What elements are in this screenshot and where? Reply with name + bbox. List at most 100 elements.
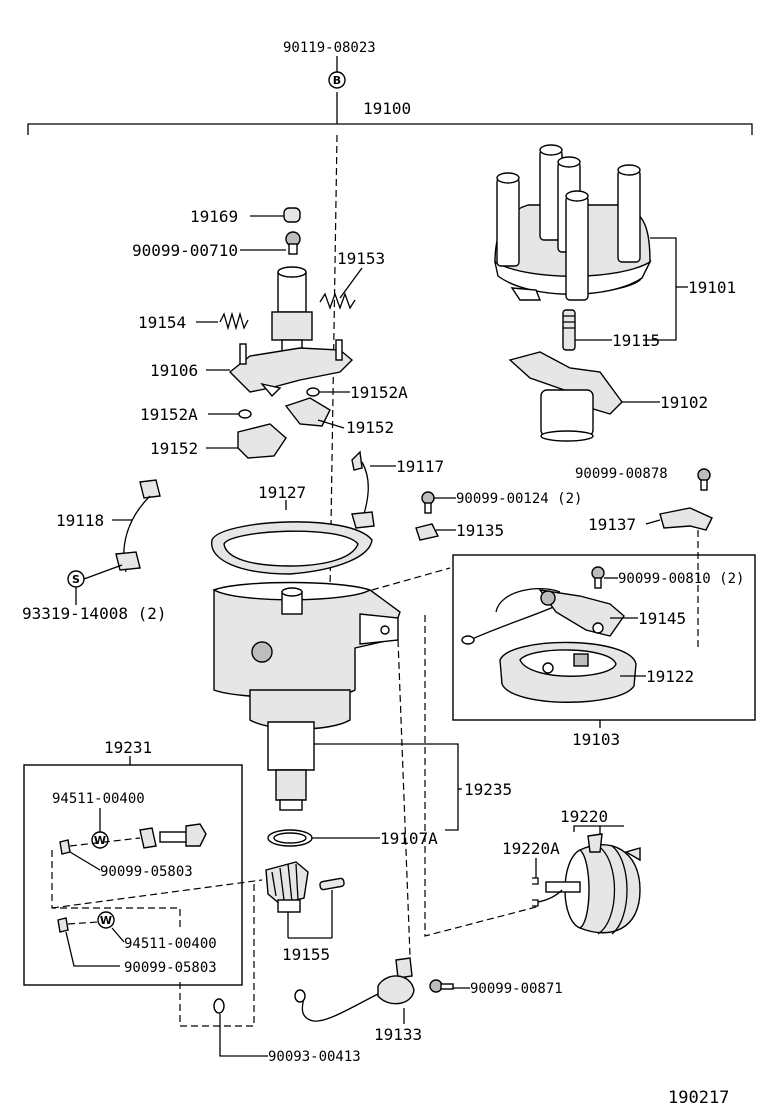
screw-00710 xyxy=(285,231,301,255)
center-axis-line xyxy=(329,134,338,591)
bolt-symbol-letter: B xyxy=(333,74,341,87)
label-19220A: 19220A xyxy=(502,839,560,858)
o-ring-19107A xyxy=(267,829,313,847)
label-94511-00400-a: 94511-00400 xyxy=(52,791,145,807)
clamp-19135 xyxy=(415,523,440,541)
label-19235: 19235 xyxy=(464,780,512,799)
screw-00871 xyxy=(429,979,454,993)
dashed-route-b xyxy=(51,879,263,909)
label-90093-00413: 90093-00413 xyxy=(268,1049,361,1065)
label-19152A-right: 19152A xyxy=(350,383,408,402)
label-90119-08023: 90119-08023 xyxy=(283,40,376,56)
assembly-bracket-19100 xyxy=(27,92,753,135)
condenser xyxy=(294,957,415,1022)
label-19127: 19127 xyxy=(258,483,306,502)
clip-left xyxy=(238,409,252,419)
dashed-route-c xyxy=(179,880,255,1027)
label-19115: 19115 xyxy=(612,331,660,350)
label-19117: 19117 xyxy=(396,457,444,476)
clip-right xyxy=(306,387,320,397)
label-90099-05803-a: 90099-05803 xyxy=(100,864,193,880)
label-19106: 19106 xyxy=(150,361,198,380)
small-washer xyxy=(213,998,225,1014)
governor-spring-left xyxy=(219,311,249,331)
label-19137: 19137 xyxy=(588,515,636,534)
label-19220: 19220 xyxy=(560,807,608,826)
label-19155: 19155 xyxy=(282,945,330,964)
label-19152-left: 19152 xyxy=(150,439,198,458)
adjusting-bolt xyxy=(159,823,207,847)
label-19135: 19135 xyxy=(456,521,504,540)
label-19231: 19231 xyxy=(104,738,152,757)
label-19152-right: 19152 xyxy=(346,418,394,437)
breaker-plate xyxy=(499,641,637,703)
spacer xyxy=(139,827,157,849)
distributor-housing xyxy=(211,521,401,811)
label-19101: 19101 xyxy=(688,278,736,297)
cap-center-spring xyxy=(562,309,576,351)
vacuum-advancer xyxy=(545,833,641,935)
governor-plate xyxy=(228,339,354,398)
nut-b xyxy=(57,917,69,933)
leader-19155 xyxy=(287,890,333,939)
label-19133: 19133 xyxy=(374,1025,422,1044)
distributor-rotor xyxy=(508,351,623,442)
label-19153: 19153 xyxy=(337,249,385,268)
label-19145: 19145 xyxy=(638,609,686,628)
advancer-clip xyxy=(532,877,563,907)
link-housing-to-pickup xyxy=(371,567,451,591)
label-90099-00810: 90099-00810 (2) xyxy=(618,571,744,587)
housing-subassembly-box xyxy=(23,764,243,986)
label-90099-00710: 90099-00710 xyxy=(132,241,238,260)
washer-w2: W xyxy=(97,911,115,929)
label-19107A: 19107A xyxy=(380,829,438,848)
pickup-coil xyxy=(461,587,625,645)
screw-symbol-letter: S xyxy=(72,573,80,586)
screw-00810 xyxy=(591,566,605,589)
label-90099-00124: 90099-00124 (2) xyxy=(456,491,582,507)
label-19102: 19102 xyxy=(660,393,708,412)
label-90099-00871: 90099-00871 xyxy=(470,981,563,997)
label-19169: 19169 xyxy=(190,207,238,226)
bracket-19137 xyxy=(659,507,713,531)
gear-pin xyxy=(319,877,345,891)
leader-19101 xyxy=(643,237,677,341)
screw-00124 xyxy=(421,491,435,514)
felt-pad xyxy=(283,207,301,223)
label-19100: 19100 xyxy=(363,99,411,118)
label-19103: 19103 xyxy=(572,730,620,749)
label-19154: 19154 xyxy=(138,313,186,332)
washer-w1: W xyxy=(91,831,109,849)
bolt-symbol: B xyxy=(328,71,346,89)
governor-spring-right xyxy=(319,292,356,310)
label-19152A-left: 19152A xyxy=(140,405,198,424)
figure-number: 190217 xyxy=(668,1088,729,1108)
governor-weight-left xyxy=(237,423,287,459)
label-19118: 19118 xyxy=(56,511,104,530)
screw-symbol: S xyxy=(67,570,85,588)
driven-gear xyxy=(265,861,309,913)
screw-00878 xyxy=(697,468,711,491)
leader-19235 xyxy=(314,743,459,831)
label-90099-05803-b: 90099-05803 xyxy=(124,960,217,976)
label-90099-00878: 90099-00878 xyxy=(575,466,668,482)
link-housing-to-vacuum xyxy=(424,615,541,937)
washer-w2-letter: W xyxy=(100,914,112,927)
link-housing-to-condenser xyxy=(397,639,411,957)
leader-19220 xyxy=(573,825,624,834)
nut-a xyxy=(59,839,71,855)
leader-90093-00413 xyxy=(219,1014,268,1057)
label-93319-14008: 93319-14008 (2) xyxy=(22,604,167,623)
spring-clamp xyxy=(115,479,161,573)
governor-weight-right xyxy=(284,397,331,427)
dashed-route-a xyxy=(51,850,181,930)
label-19122: 19122 xyxy=(646,667,694,686)
distributor-cap xyxy=(493,144,652,301)
pickup-assembly-box xyxy=(452,554,756,721)
label-94511-00400-b: 94511-00400 xyxy=(124,936,217,952)
lead-wire xyxy=(351,450,375,529)
leader-90099-05803-b xyxy=(65,931,120,967)
washer-w1-letter: W xyxy=(94,834,106,847)
